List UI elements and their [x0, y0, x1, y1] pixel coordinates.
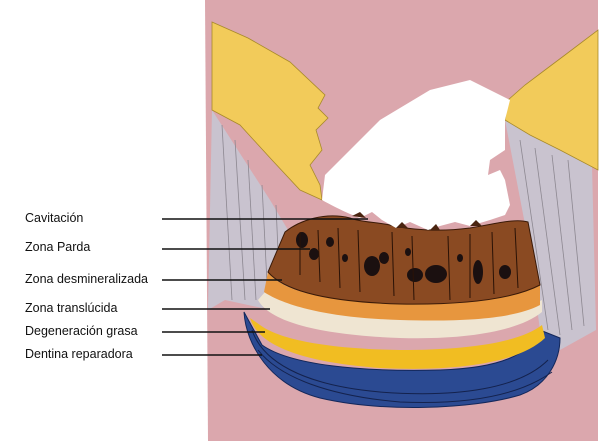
enamel-left [211, 21, 329, 201]
translucent-zone [258, 292, 542, 339]
label-degeneracion-grasa: Degeneración grasa [25, 324, 138, 338]
fatty-degeneration-zone [250, 318, 545, 369]
demineralized-zone [264, 272, 540, 321]
label-zona-parda: Zona Parda [25, 240, 90, 254]
reparative-dentin-lines [251, 329, 553, 403]
cavity [322, 80, 510, 230]
brown-zone-tubules [299, 227, 519, 301]
brown-zone [267, 215, 541, 305]
reparative-dentin [243, 311, 561, 408]
dentin-tubules [221, 124, 585, 336]
label-zona-translucida: Zona translúcida [25, 301, 117, 315]
cavity-rim-detail [352, 212, 482, 230]
label-dentina-reparadora: Dentina reparadora [25, 347, 133, 361]
dentin-right [505, 120, 596, 350]
label-zona-desmineralizada: Zona desmineralizada [25, 272, 148, 286]
pigment-spots [296, 232, 511, 284]
label-cavitacion: Cavitación [25, 211, 83, 225]
